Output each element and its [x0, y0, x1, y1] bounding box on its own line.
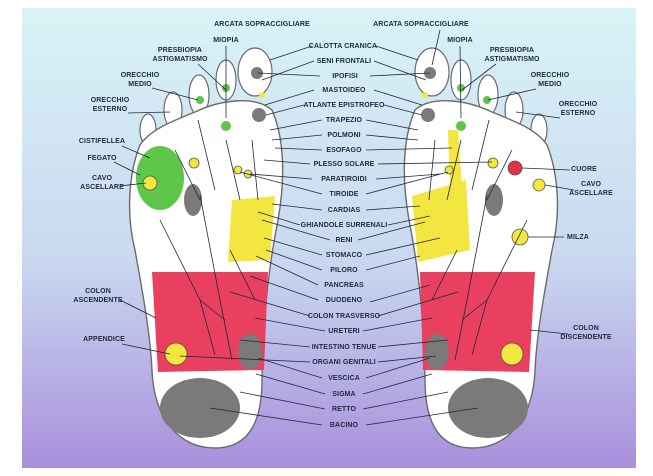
label-orecchio-medio-r1: ORECCHIO — [531, 72, 570, 79]
label-polmoni: POLMONI — [327, 132, 360, 139]
right-ear-marker-1 — [483, 96, 491, 104]
label-ghiandole-surrenali: GHIANDOLE SURRENALI — [301, 222, 388, 229]
label-reni: RENI — [335, 237, 352, 244]
left-bladder-zone — [238, 334, 262, 370]
right-neck-marker — [421, 108, 435, 122]
label-cavo-l1: CAVO — [92, 175, 113, 182]
label-esofago: ESOFAGO — [326, 147, 362, 154]
label-paratiroidi: PARATIROIDI — [321, 176, 367, 183]
right-heel-pelvis — [448, 378, 528, 438]
left-kidney-zone — [228, 196, 275, 262]
right-ureter-top — [485, 184, 503, 216]
label-ascellare-l2: ASCELLARE — [80, 184, 124, 191]
label-ureteri: URETERI — [328, 328, 359, 335]
label-tiroide: TIROIDE — [329, 191, 358, 198]
label-ipofisi: IPOFISI — [332, 73, 358, 80]
label-colon-asc-l2: ASCENDENTE — [73, 297, 122, 304]
right-sinus-marker — [422, 92, 428, 98]
label-pancreas: PANCREAS — [324, 282, 364, 289]
label-retto: RETTO — [332, 406, 357, 413]
label-orecchio-esterno-l1: ORECCHIO — [91, 97, 130, 104]
label-astigmatismo-right: ASTIGMATISMO — [484, 56, 540, 63]
label-orecchio-medio-r2: MEDIO — [538, 81, 562, 88]
label-calotta: CALOTTA CRANICA — [309, 43, 377, 50]
label-orecchio-esterno-l2: ESTERNO — [93, 106, 128, 113]
left-gall-dot — [189, 158, 199, 168]
label-cistifellea: CISTIFELLEA — [79, 138, 125, 145]
label-intestino-tenue: INTESTINO TENUE — [312, 344, 377, 351]
label-orecchio-medio-l2: MEDIO — [128, 81, 152, 88]
left-eye-marker — [221, 121, 231, 131]
label-astigmatismo-left: ASTIGMATISMO — [152, 56, 208, 63]
left-sinus-marker — [259, 92, 265, 98]
right-solar-dot — [488, 158, 498, 168]
label-miopia-left: MIOPIA — [213, 37, 239, 44]
label-presbiopia-left: PRESBIOPIA — [158, 47, 202, 54]
label-orecchio-esterno-r1: ORECCHIO — [559, 101, 598, 108]
label-plesso-solare: PLESSO SOLARE — [314, 161, 375, 168]
label-cardias: CARDIAS — [328, 207, 361, 214]
label-colon-asc-l1: COLON — [85, 288, 111, 295]
label-cuore: CUORE — [571, 166, 597, 173]
label-bacino: BACINO — [330, 422, 359, 429]
label-ascellare-r2: ASCELLARE — [569, 190, 613, 197]
label-colon-disc-l1: COLON — [573, 325, 599, 332]
label-colon-trasverso: COLON TRASVERSO — [308, 313, 381, 320]
label-seni-frontali: SENI FRONTALI — [317, 58, 371, 65]
left-neck-marker — [252, 108, 266, 122]
label-arcata-left: ARCATA SOPRACCIGLIARE — [214, 21, 310, 28]
right-colon-dot — [501, 343, 523, 365]
label-presbiopia-right: PRESBIOPIA — [490, 47, 534, 54]
right-spleen-dot — [512, 229, 528, 245]
right-armpit-dot — [533, 179, 545, 191]
label-milza: MILZA — [567, 234, 589, 241]
label-duodeno: DUODENO — [326, 297, 363, 304]
label-fegato: FEGATO — [87, 155, 117, 162]
label-colon-disc-l2: DISCENDENTE — [560, 334, 612, 341]
label-orecchio-esterno-r2: ESTERNO — [561, 110, 596, 117]
left-heel-pelvis — [160, 378, 240, 438]
right-eye-marker — [456, 121, 466, 131]
label-piloro: PILORO — [330, 267, 358, 274]
label-organi-genitali: ORGANI GENITALI — [312, 359, 376, 366]
right-bladder-zone — [425, 334, 449, 370]
label-trapezio: TRAPEZIO — [326, 117, 363, 124]
left-liver-zone — [136, 146, 184, 210]
label-arcata-right: ARCATA SOPRACCIGLIARE — [373, 21, 469, 28]
label-stomaco: STOMACO — [326, 252, 363, 259]
label-orecchio-medio-l1: ORECCHIO — [121, 72, 160, 79]
label-sigma: SIGMA — [332, 391, 355, 398]
right-heart-dot — [508, 161, 522, 175]
left-ureter-top — [184, 184, 202, 216]
label-miopia-right: MIOPIA — [447, 37, 473, 44]
label-vescica: VESCICA — [328, 375, 360, 382]
label-atlante: ATLANTE EPISTROFEO — [303, 102, 384, 109]
label-appendice: APPENDICE — [83, 336, 125, 343]
label-mastoideo: MASTOIDEO — [322, 87, 366, 94]
left-thyroid-dot — [234, 166, 242, 174]
label-cavo-r1: CAVO — [581, 181, 602, 188]
